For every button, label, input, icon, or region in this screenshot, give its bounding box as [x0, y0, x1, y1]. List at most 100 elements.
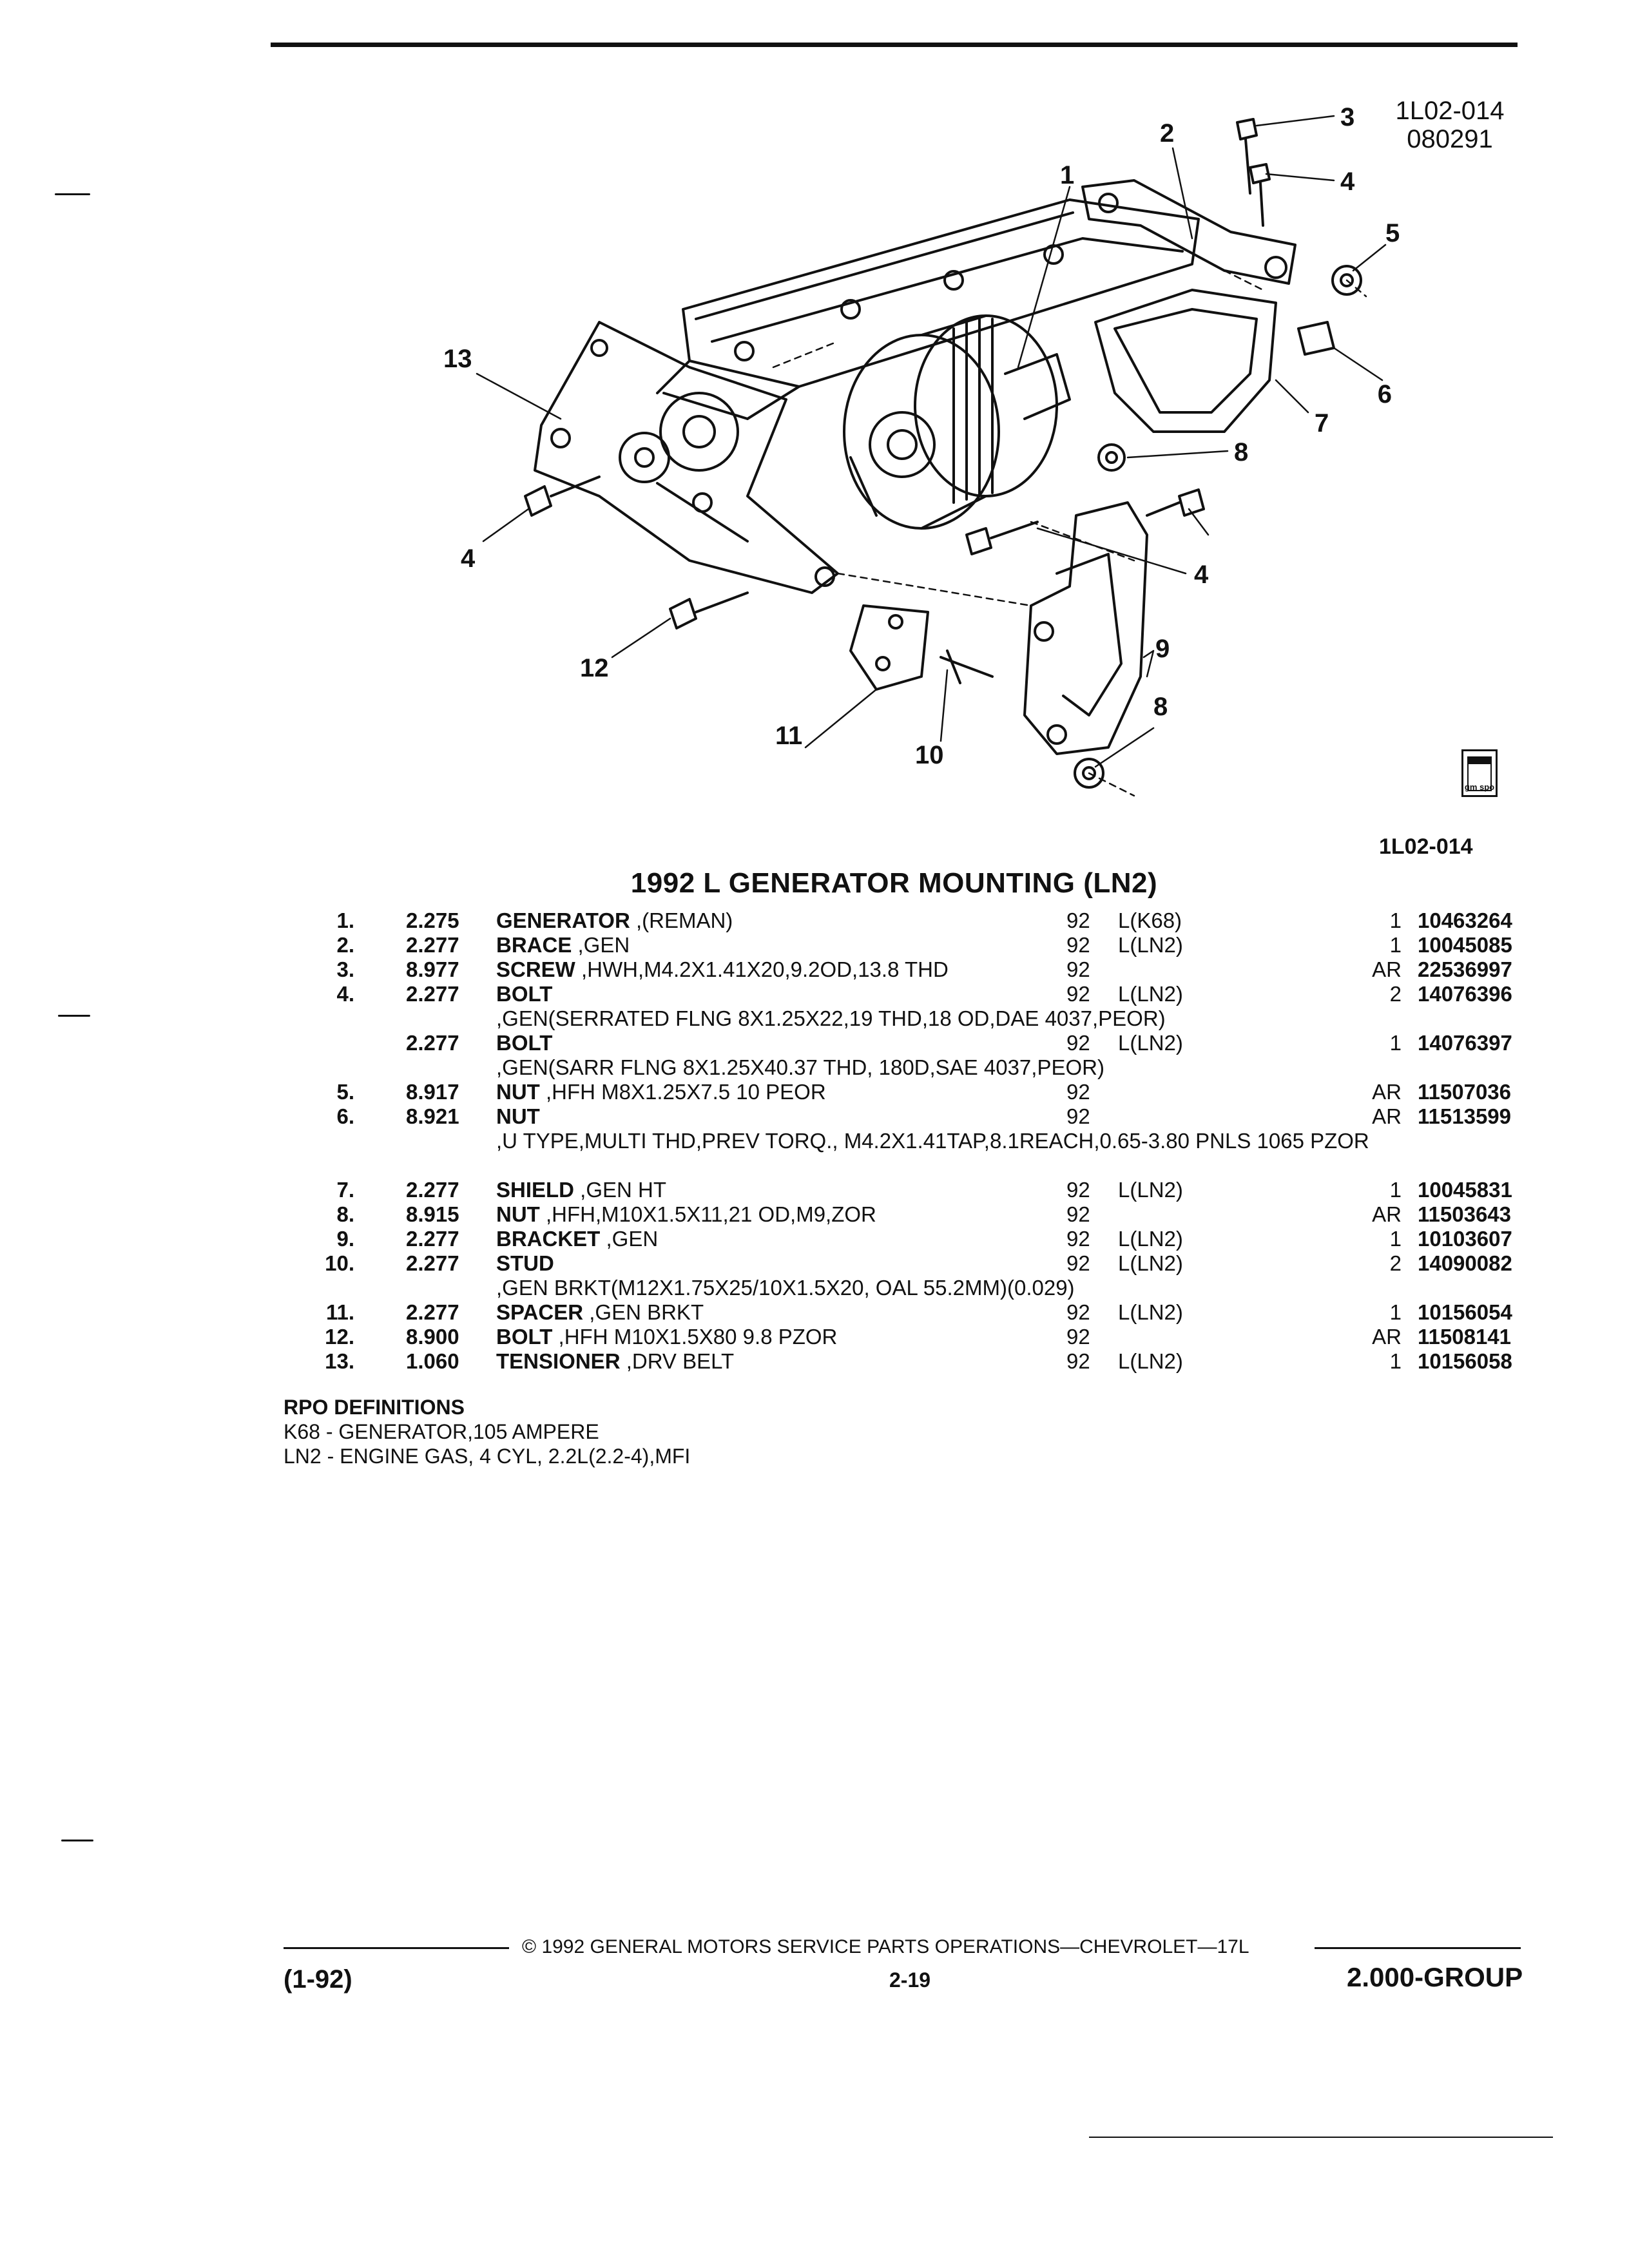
part-description: NUT ,U TYPE,MULTI THD,PREV TORQ., M4.2X1… [496, 1104, 1369, 1153]
callout-13: 13 [443, 345, 472, 373]
generator-drawing [843, 314, 1071, 530]
part-name: STUD [496, 1251, 554, 1275]
part-name: NUT [496, 1104, 540, 1128]
part-description: BOLT ,GEN(SARR FLNG 8X1.25X40.37 THD, 18… [496, 1031, 1104, 1080]
part-group-number: 2.277 [406, 1227, 459, 1251]
footer-date-code: (1-92) [284, 1965, 352, 1994]
part-year: 92 [1066, 1104, 1090, 1128]
part-number: 11507036 [1418, 1080, 1512, 1104]
part-quantity: 1 [1389, 908, 1402, 932]
callout-2: 2 [1160, 119, 1174, 148]
part-number: 14076397 [1418, 1031, 1512, 1055]
part-year: 92 [1066, 933, 1090, 957]
footer-rule-right [1315, 1947, 1521, 1949]
shield-drawing [1094, 289, 1277, 433]
part-detail: ,GEN HT [574, 1178, 667, 1202]
callout-7: 7 [1315, 409, 1329, 437]
part-number: 10156058 [1418, 1349, 1512, 1373]
part-name: NUT [496, 1202, 540, 1226]
part-number: 10463264 [1418, 908, 1512, 932]
callout-labels: 1 2 3 4 5 6 7 8 13 4 12 11 10 9 8 4 [443, 103, 1400, 769]
part-number: 11513599 [1418, 1104, 1512, 1128]
margin-mark [55, 193, 90, 195]
part-group-number: 8.917 [406, 1080, 459, 1104]
side-bolt-drawings [965, 488, 1205, 555]
part-year: 92 [1066, 1251, 1090, 1275]
footer-copyright: © 1992 GENERAL MOTORS SERVICE PARTS OPER… [522, 1936, 1249, 1957]
part-number: 11508141 [1418, 1325, 1512, 1349]
part-group-number: 2.277 [406, 1300, 459, 1324]
generator-mounting-diagram: 1 2 3 4 5 6 7 8 13 4 12 11 10 9 8 4 [443, 103, 1400, 797]
part-ref-number: 6. [336, 1104, 354, 1128]
part-quantity: 1 [1389, 1227, 1402, 1251]
part-description: NUT ,HFH,M10X1.5X11,21 OD,M9,ZOR [496, 1202, 1295, 1227]
part-name: SHIELD [496, 1178, 575, 1202]
top-rule [271, 43, 1518, 47]
part-group-number: 1.060 [406, 1349, 459, 1373]
part-name: BRACE [496, 933, 572, 957]
part-name: BOLT [496, 1031, 553, 1055]
spacer-stud-drawings [849, 604, 994, 691]
part-detail: ,GEN(SERRATED FLNG 8X1.25X22,19 THD,18 O… [496, 1006, 1166, 1030]
part-description: SHIELD ,GEN HT [496, 1178, 1295, 1202]
callout-5: 5 [1385, 219, 1400, 247]
part-ref-number: 9. [336, 1227, 354, 1251]
part-number: 10156054 [1418, 1300, 1512, 1324]
part-detail: ,(REMAN) [630, 908, 733, 932]
footer-rule-left [284, 1947, 509, 1949]
part-year: 92 [1066, 1178, 1090, 1202]
part-application: L(LN2) [1118, 1349, 1183, 1373]
part-year: 92 [1066, 1031, 1090, 1055]
gm-spo-logo: gm spo [1461, 749, 1498, 797]
part-group-number: 8.921 [406, 1104, 459, 1128]
part-description: BRACE ,GEN [496, 933, 1295, 957]
part-application: L(LN2) [1118, 1031, 1183, 1055]
part-detail: ,GEN [572, 933, 630, 957]
part-quantity: AR [1372, 1080, 1402, 1104]
ref-code-line1: 1L02-014 [1395, 97, 1505, 125]
part-quantity: 1 [1389, 1031, 1402, 1055]
part-quantity: AR [1372, 957, 1402, 981]
rpo-heading: RPO DEFINITIONS [284, 1396, 465, 1419]
part-year: 92 [1066, 1080, 1090, 1104]
part-description: TENSIONER ,DRV BELT [496, 1349, 1295, 1374]
part-year: 92 [1066, 1227, 1090, 1251]
part-quantity: AR [1372, 1202, 1402, 1226]
assembly-leader-lines [772, 269, 1367, 797]
part-group-number: 8.900 [406, 1325, 459, 1349]
part-number: 10045085 [1418, 933, 1512, 957]
left-bolt-drawings [524, 476, 749, 629]
nut-drawings [1074, 443, 1126, 789]
figure-code: 1L02-014 [1379, 834, 1473, 859]
part-quantity: 1 [1389, 1178, 1402, 1202]
part-number: 22536997 [1418, 957, 1512, 981]
part-group-number: 8.977 [406, 957, 459, 981]
rpo-definitions: RPO DEFINITIONS K68 - GENERATOR,105 AMPE… [284, 1395, 690, 1468]
part-name: BOLT [496, 982, 553, 1006]
part-ref-number: 8. [336, 1202, 354, 1226]
part-ref-number: 7. [336, 1178, 354, 1202]
part-application: L(LN2) [1118, 982, 1183, 1006]
part-ref-number: 13. [325, 1349, 354, 1373]
part-detail: ,HWH,M4.2X1.41X20,9.2OD,13.8 THD [575, 957, 949, 981]
callout-4: 4 [1340, 168, 1355, 196]
callout-3: 3 [1340, 103, 1354, 131]
part-ref-number: 5. [336, 1080, 354, 1104]
part-ref-number: 2. [336, 933, 354, 957]
gm-spo-logo-text: gm spo [1464, 782, 1495, 792]
callout-9: 9 [1155, 635, 1170, 663]
part-name: SCREW [496, 957, 575, 981]
margin-mark [58, 1015, 90, 1017]
part-number: 11503643 [1418, 1202, 1512, 1226]
callout-leader-lines [476, 115, 1387, 768]
footer-group: 2.000-GROUP [1347, 1962, 1523, 1992]
